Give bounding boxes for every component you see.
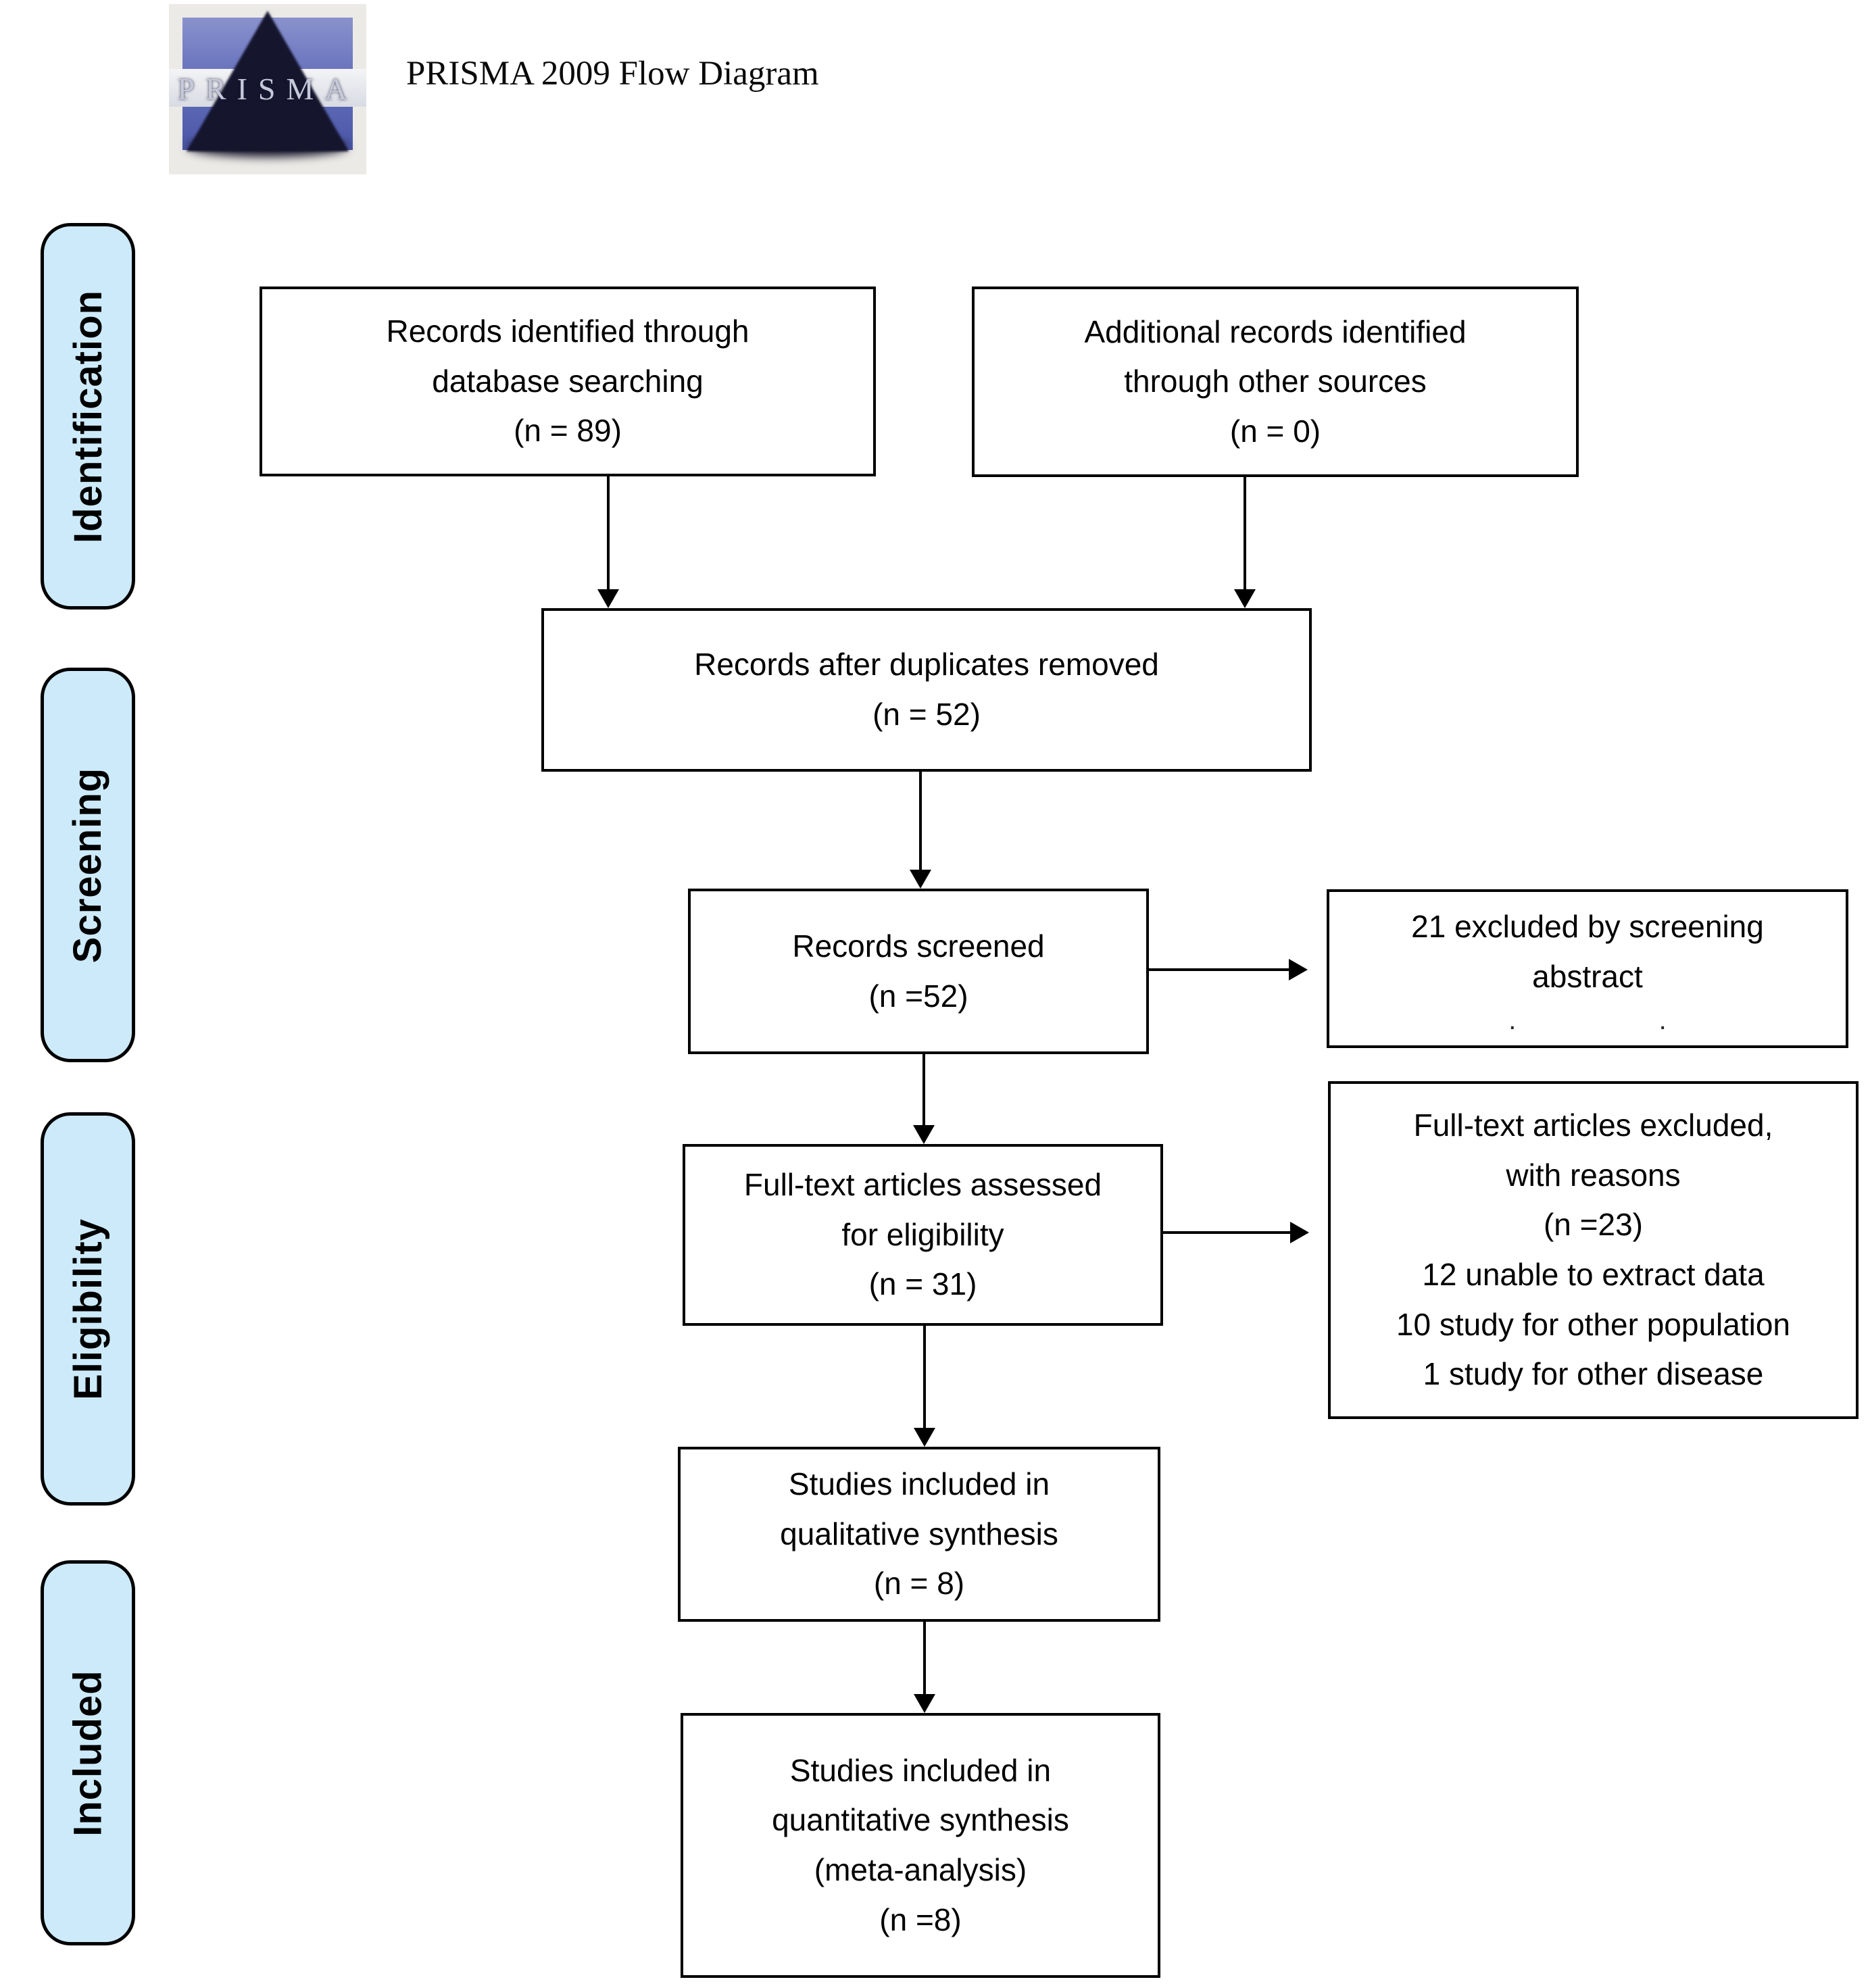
arrow-identified-to-duplicates-line — [607, 476, 610, 591]
arrow-screened-to-fulltext-head — [913, 1125, 935, 1144]
box-excluded-screening: 21 excluded by screening abstract . . — [1327, 889, 1848, 1048]
box-quantitative-synthesis-text: Studies included in quantitative synthes… — [772, 1752, 1069, 1937]
phase-eligibility-label: Eligibility — [66, 1218, 110, 1400]
box-after-duplicates: Records after duplicates removed (n = 52… — [541, 608, 1312, 772]
page-title: PRISMA 2009 Flow Diagram — [406, 55, 819, 93]
box-fulltext-assessed: Full-text articles assessed for eligibil… — [683, 1144, 1163, 1326]
box-records-identified: Records identified through database sear… — [260, 287, 876, 476]
arrow-screened-to-excluded-head — [1289, 959, 1308, 980]
box-records-screened: Records screened (n =52) — [688, 889, 1149, 1054]
phase-identification: Identification — [41, 223, 135, 610]
prisma-pyramid-icon — [187, 11, 349, 151]
prisma-logo: PRISMA — [169, 4, 366, 174]
arrow-screened-to-excluded-line — [1149, 968, 1289, 971]
arrow-fulltext-to-qualitative-head — [914, 1428, 935, 1447]
box-qualitative-synthesis: Studies included in qualitative synthesi… — [678, 1447, 1160, 1622]
box-additional-records-text: Additional records identified through ot… — [1084, 314, 1467, 449]
arrow-additional-to-duplicates-line — [1244, 477, 1246, 591]
arrow-screened-to-fulltext-line — [922, 1054, 925, 1126]
arrow-qualitative-to-quantitative-head — [914, 1694, 935, 1713]
phase-screening: Screening — [41, 668, 135, 1062]
prisma-logo-text: PRISMA — [177, 72, 358, 106]
box-fulltext-excluded-text: Full-text articles excluded, with reason… — [1396, 1108, 1791, 1392]
box-fulltext-excluded: Full-text articles excluded, with reason… — [1328, 1081, 1859, 1419]
box-additional-records: Additional records identified through ot… — [972, 287, 1579, 477]
arrow-identified-to-duplicates-head — [597, 589, 619, 608]
phase-identification-label: Identification — [66, 289, 110, 543]
phase-screening-label: Screening — [66, 767, 110, 963]
phase-eligibility: Eligibility — [41, 1112, 135, 1506]
phase-included-label: Included — [66, 1669, 110, 1837]
arrow-qualitative-to-quantitative-line — [923, 1622, 926, 1695]
box-after-duplicates-text: Records after duplicates removed (n = 52… — [694, 647, 1159, 732]
arrow-additional-to-duplicates-head — [1234, 589, 1256, 608]
box-qualitative-synthesis-text: Studies included in qualitative synthesi… — [780, 1466, 1058, 1601]
box-fulltext-assessed-text: Full-text articles assessed for eligibil… — [743, 1167, 1102, 1302]
box-records-identified-text: Records identified through database sear… — [386, 314, 749, 449]
arrow-fulltext-to-excluded-line — [1163, 1231, 1290, 1234]
box-quantitative-synthesis: Studies included in quantitative synthes… — [681, 1713, 1160, 1978]
arrow-fulltext-to-qualitative-line — [923, 1326, 926, 1429]
arrow-duplicates-to-screened-line — [919, 772, 922, 871]
box-excluded-screening-text: 21 excluded by screening abstract — [1411, 908, 1764, 994]
box-excluded-screening-artifact: . . — [1508, 1005, 1667, 1036]
box-records-screened-text: Records screened (n =52) — [792, 928, 1045, 1014]
arrow-fulltext-to-excluded-head — [1290, 1222, 1309, 1243]
phase-included: Included — [41, 1560, 135, 1945]
arrow-duplicates-to-screened-head — [910, 870, 931, 889]
